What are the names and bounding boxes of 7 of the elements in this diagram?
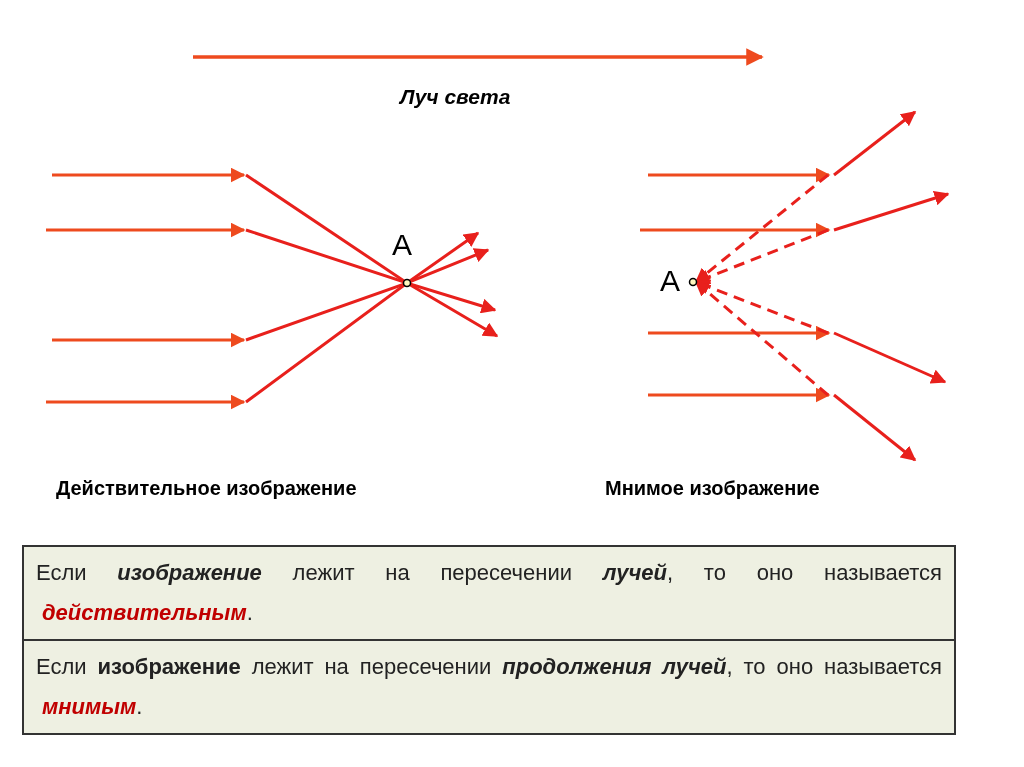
point-label: А — [392, 227, 412, 263]
statement-cell: Если изображение лежит на пересечении лучей, то оно называется действительным. — [24, 547, 954, 639]
caption: Луч света — [400, 84, 511, 110]
point-label: А — [660, 263, 680, 299]
caption: Мнимое изображение — [605, 476, 820, 501]
statement-cell: Если изображение лежит на пересечении продолжения лучей, то оно называется мнимым. — [24, 639, 954, 733]
caption: Действительное изображение — [56, 476, 357, 501]
